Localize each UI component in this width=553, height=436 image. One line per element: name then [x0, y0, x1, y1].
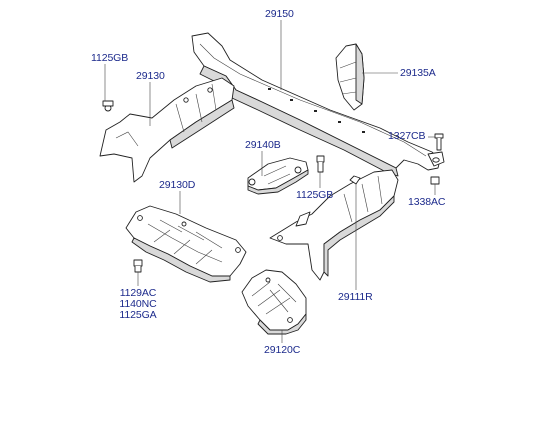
callout-29140B: 29140B	[245, 139, 281, 151]
callout-1125GB-mid: 1125GB	[296, 189, 334, 201]
side-cover-29111R	[269, 169, 399, 281]
callout-29130: 29130	[136, 70, 165, 82]
bracket-29135A	[335, 43, 365, 111]
nut-1338AC	[430, 176, 440, 185]
under-plate-29130D	[125, 205, 247, 283]
skid-plate-29120C	[241, 269, 307, 335]
callout-fastener-group: 1129AC 1140NC 1125GA	[116, 288, 160, 321]
bolt-1125GB-mid	[316, 155, 325, 173]
leader-lines	[104, 20, 436, 343]
callout-29130D: 29130D	[159, 179, 196, 191]
bolt-1129AC	[133, 259, 143, 273]
callout-1140NC: 1140NC	[119, 298, 157, 310]
callout-1129AC: 1129AC	[119, 287, 157, 299]
bolt-1327CB	[434, 133, 444, 151]
callout-29111R: 29111R	[338, 291, 373, 303]
callout-1338AC: 1338AC	[408, 196, 446, 208]
callout-29150: 29150	[265, 8, 294, 20]
callout-1125GA: 1125GA	[119, 309, 157, 321]
callout-1327CB: 1327CB	[388, 130, 426, 142]
callout-1125GB-top: 1125GB	[91, 52, 129, 64]
callout-29135A: 29135A	[400, 67, 436, 79]
cross-member-29150	[191, 32, 445, 177]
callout-29120C: 29120C	[264, 344, 301, 356]
under-cover-29130	[99, 77, 235, 183]
plate-29140B	[247, 157, 309, 195]
